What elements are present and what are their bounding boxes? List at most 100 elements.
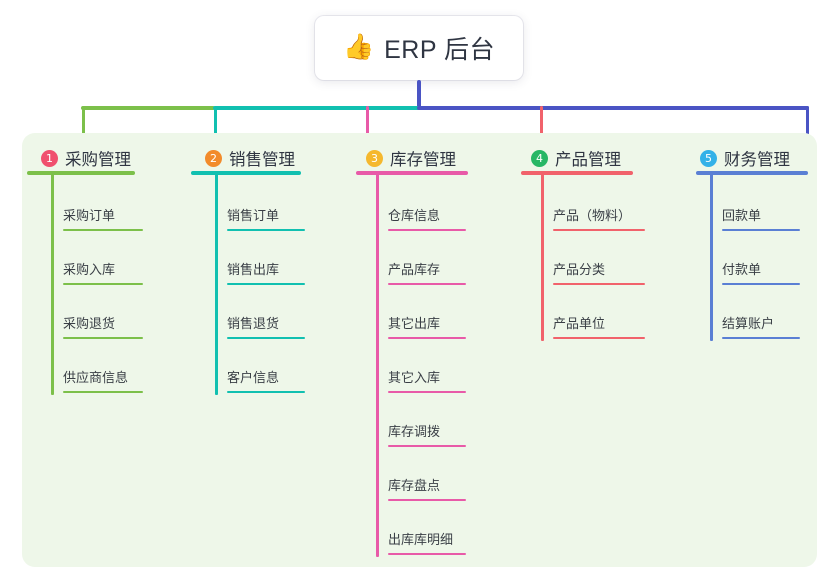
- list-item-underline: [388, 283, 466, 285]
- list-item-label: 产品单位: [553, 316, 606, 331]
- list-item-underline: [388, 337, 466, 339]
- list-item-label: 销售出库: [227, 262, 280, 277]
- page-title: ERP 后台: [384, 36, 496, 64]
- list-item[interactable]: 采购入库: [63, 255, 143, 285]
- drop-connector-5: [806, 106, 809, 146]
- list-item-underline: [227, 337, 305, 339]
- list-item-label: 仓库信息: [388, 208, 441, 223]
- list-item-label: 销售订单: [227, 208, 280, 223]
- list-item[interactable]: 销售退货: [227, 309, 305, 339]
- list-item[interactable]: 其它出库: [388, 309, 466, 339]
- list-item-underline: [553, 229, 645, 231]
- list-item-underline: [63, 337, 143, 339]
- column-stem-3: [376, 173, 379, 557]
- list-item-label: 付款单: [722, 262, 762, 277]
- trunk-segment-right: [417, 106, 809, 110]
- list-item-underline: [227, 283, 305, 285]
- list-item-underline: [227, 391, 305, 393]
- column-title-4: 产品管理: [555, 151, 621, 169]
- list-item-underline: [227, 229, 305, 231]
- column-header-4[interactable]: 4 产品管理: [531, 146, 621, 170]
- list-item[interactable]: 出库库明细: [388, 525, 466, 555]
- list-item-label: 产品分类: [553, 262, 606, 277]
- list-item[interactable]: 仓库信息: [388, 201, 466, 231]
- list-item-label: 结算账户: [722, 316, 775, 331]
- root-node-card[interactable]: 👍 ERP 后台: [315, 16, 523, 80]
- trunk-segment-mid: [213, 106, 421, 110]
- list-item-label: 产品库存: [388, 262, 441, 277]
- list-item-label: 产品（物料）: [553, 208, 632, 223]
- column-header-5[interactable]: 5 财务管理: [700, 146, 790, 170]
- list-item-underline: [63, 229, 143, 231]
- list-item[interactable]: 产品（物料）: [553, 201, 645, 231]
- list-item-label: 采购入库: [63, 262, 116, 277]
- list-item[interactable]: 结算账户: [722, 309, 800, 339]
- list-item[interactable]: 付款单: [722, 255, 800, 285]
- column-badge-5: 5: [700, 149, 717, 167]
- column-stem-2: [215, 173, 218, 395]
- list-item-label: 供应商信息: [63, 370, 129, 385]
- list-item[interactable]: 销售订单: [227, 201, 305, 231]
- column-stem-4: [541, 173, 544, 341]
- list-item-underline: [388, 445, 466, 447]
- list-item[interactable]: 库存盘点: [388, 471, 466, 501]
- list-item-label: 出库库明细: [388, 532, 454, 547]
- column-underline-3: [356, 171, 468, 175]
- column-badge-4: 4: [531, 149, 548, 167]
- list-item-underline: [388, 553, 466, 555]
- list-item-label: 回款单: [722, 208, 762, 223]
- column-title-3: 库存管理: [390, 151, 456, 169]
- list-item[interactable]: 销售出库: [227, 255, 305, 285]
- list-item-underline: [388, 229, 466, 231]
- drop-connector-2: [214, 106, 217, 146]
- list-item-label: 采购退货: [63, 316, 116, 331]
- list-item-label: 库存盘点: [388, 478, 441, 493]
- diagram-panel: [22, 133, 817, 567]
- list-item[interactable]: 产品分类: [553, 255, 645, 285]
- list-item-label: 销售退货: [227, 316, 280, 331]
- list-item-underline: [553, 283, 645, 285]
- list-item-underline: [553, 337, 645, 339]
- thumbs-up-icon: 👍: [342, 32, 375, 61]
- drop-connector-1: [82, 106, 85, 146]
- list-item-label: 其它入库: [388, 370, 441, 385]
- list-item-underline: [388, 499, 466, 501]
- list-item-label: 库存调拨: [388, 424, 441, 439]
- column-underline-5: [696, 171, 808, 175]
- list-item[interactable]: 其它入库: [388, 363, 466, 393]
- column-stem-1: [51, 173, 54, 395]
- list-item[interactable]: 回款单: [722, 201, 800, 231]
- list-item[interactable]: 产品单位: [553, 309, 645, 339]
- list-item-label: 采购订单: [63, 208, 116, 223]
- column-header-1[interactable]: 1 采购管理: [41, 146, 131, 170]
- column-title-1: 采购管理: [65, 151, 131, 169]
- drop-connector-3: [366, 106, 369, 146]
- list-item[interactable]: 供应商信息: [63, 363, 143, 393]
- column-underline-1: [27, 171, 135, 175]
- list-item[interactable]: 采购退货: [63, 309, 143, 339]
- column-underline-2: [191, 171, 301, 175]
- list-item[interactable]: 客户信息: [227, 363, 305, 393]
- column-title-2: 销售管理: [229, 151, 295, 169]
- column-header-2[interactable]: 2 销售管理: [205, 146, 295, 170]
- list-item-underline: [388, 391, 466, 393]
- column-badge-1: 1: [41, 149, 58, 167]
- list-item-underline: [722, 229, 800, 231]
- list-item-underline: [722, 337, 800, 339]
- list-item-underline: [63, 283, 143, 285]
- list-item-label: 其它出库: [388, 316, 441, 331]
- list-item-underline: [722, 283, 800, 285]
- list-item-label: 客户信息: [227, 370, 280, 385]
- column-stem-5: [710, 173, 713, 341]
- column-badge-2: 2: [205, 149, 222, 167]
- list-item[interactable]: 产品库存: [388, 255, 466, 285]
- list-item[interactable]: 库存调拨: [388, 417, 466, 447]
- trunk-segment-left: [81, 106, 215, 110]
- root-stem-connector: [417, 80, 421, 108]
- column-title-5: 财务管理: [724, 151, 790, 169]
- column-underline-4: [521, 171, 633, 175]
- list-item[interactable]: 采购订单: [63, 201, 143, 231]
- list-item-underline: [63, 391, 143, 393]
